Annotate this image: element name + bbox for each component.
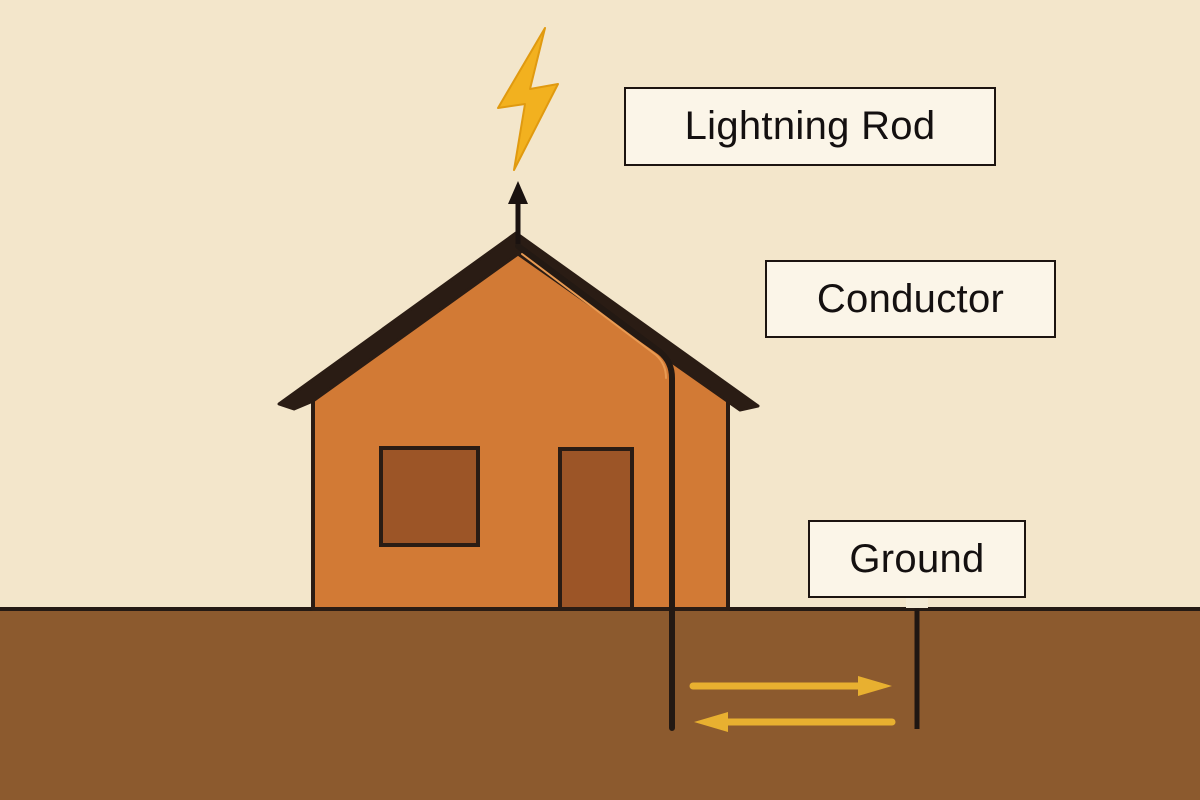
ground-label: Ground [808,520,1026,598]
lightning-bolt-icon [497,27,559,171]
conductor-cable-highlight [521,253,667,379]
lightning-rod-tip [508,181,528,204]
ground-rod-clamp [906,598,928,608]
conductor-label: Conductor [765,260,1056,338]
lightning-rod-label: Lightning Rod [624,87,996,166]
soil-ground [0,610,1200,800]
current-arrow-right-icon [689,676,892,696]
house-window [379,446,480,547]
house-door [558,447,634,611]
conductor-cable [515,243,675,731]
current-arrow-left-icon [694,712,896,732]
